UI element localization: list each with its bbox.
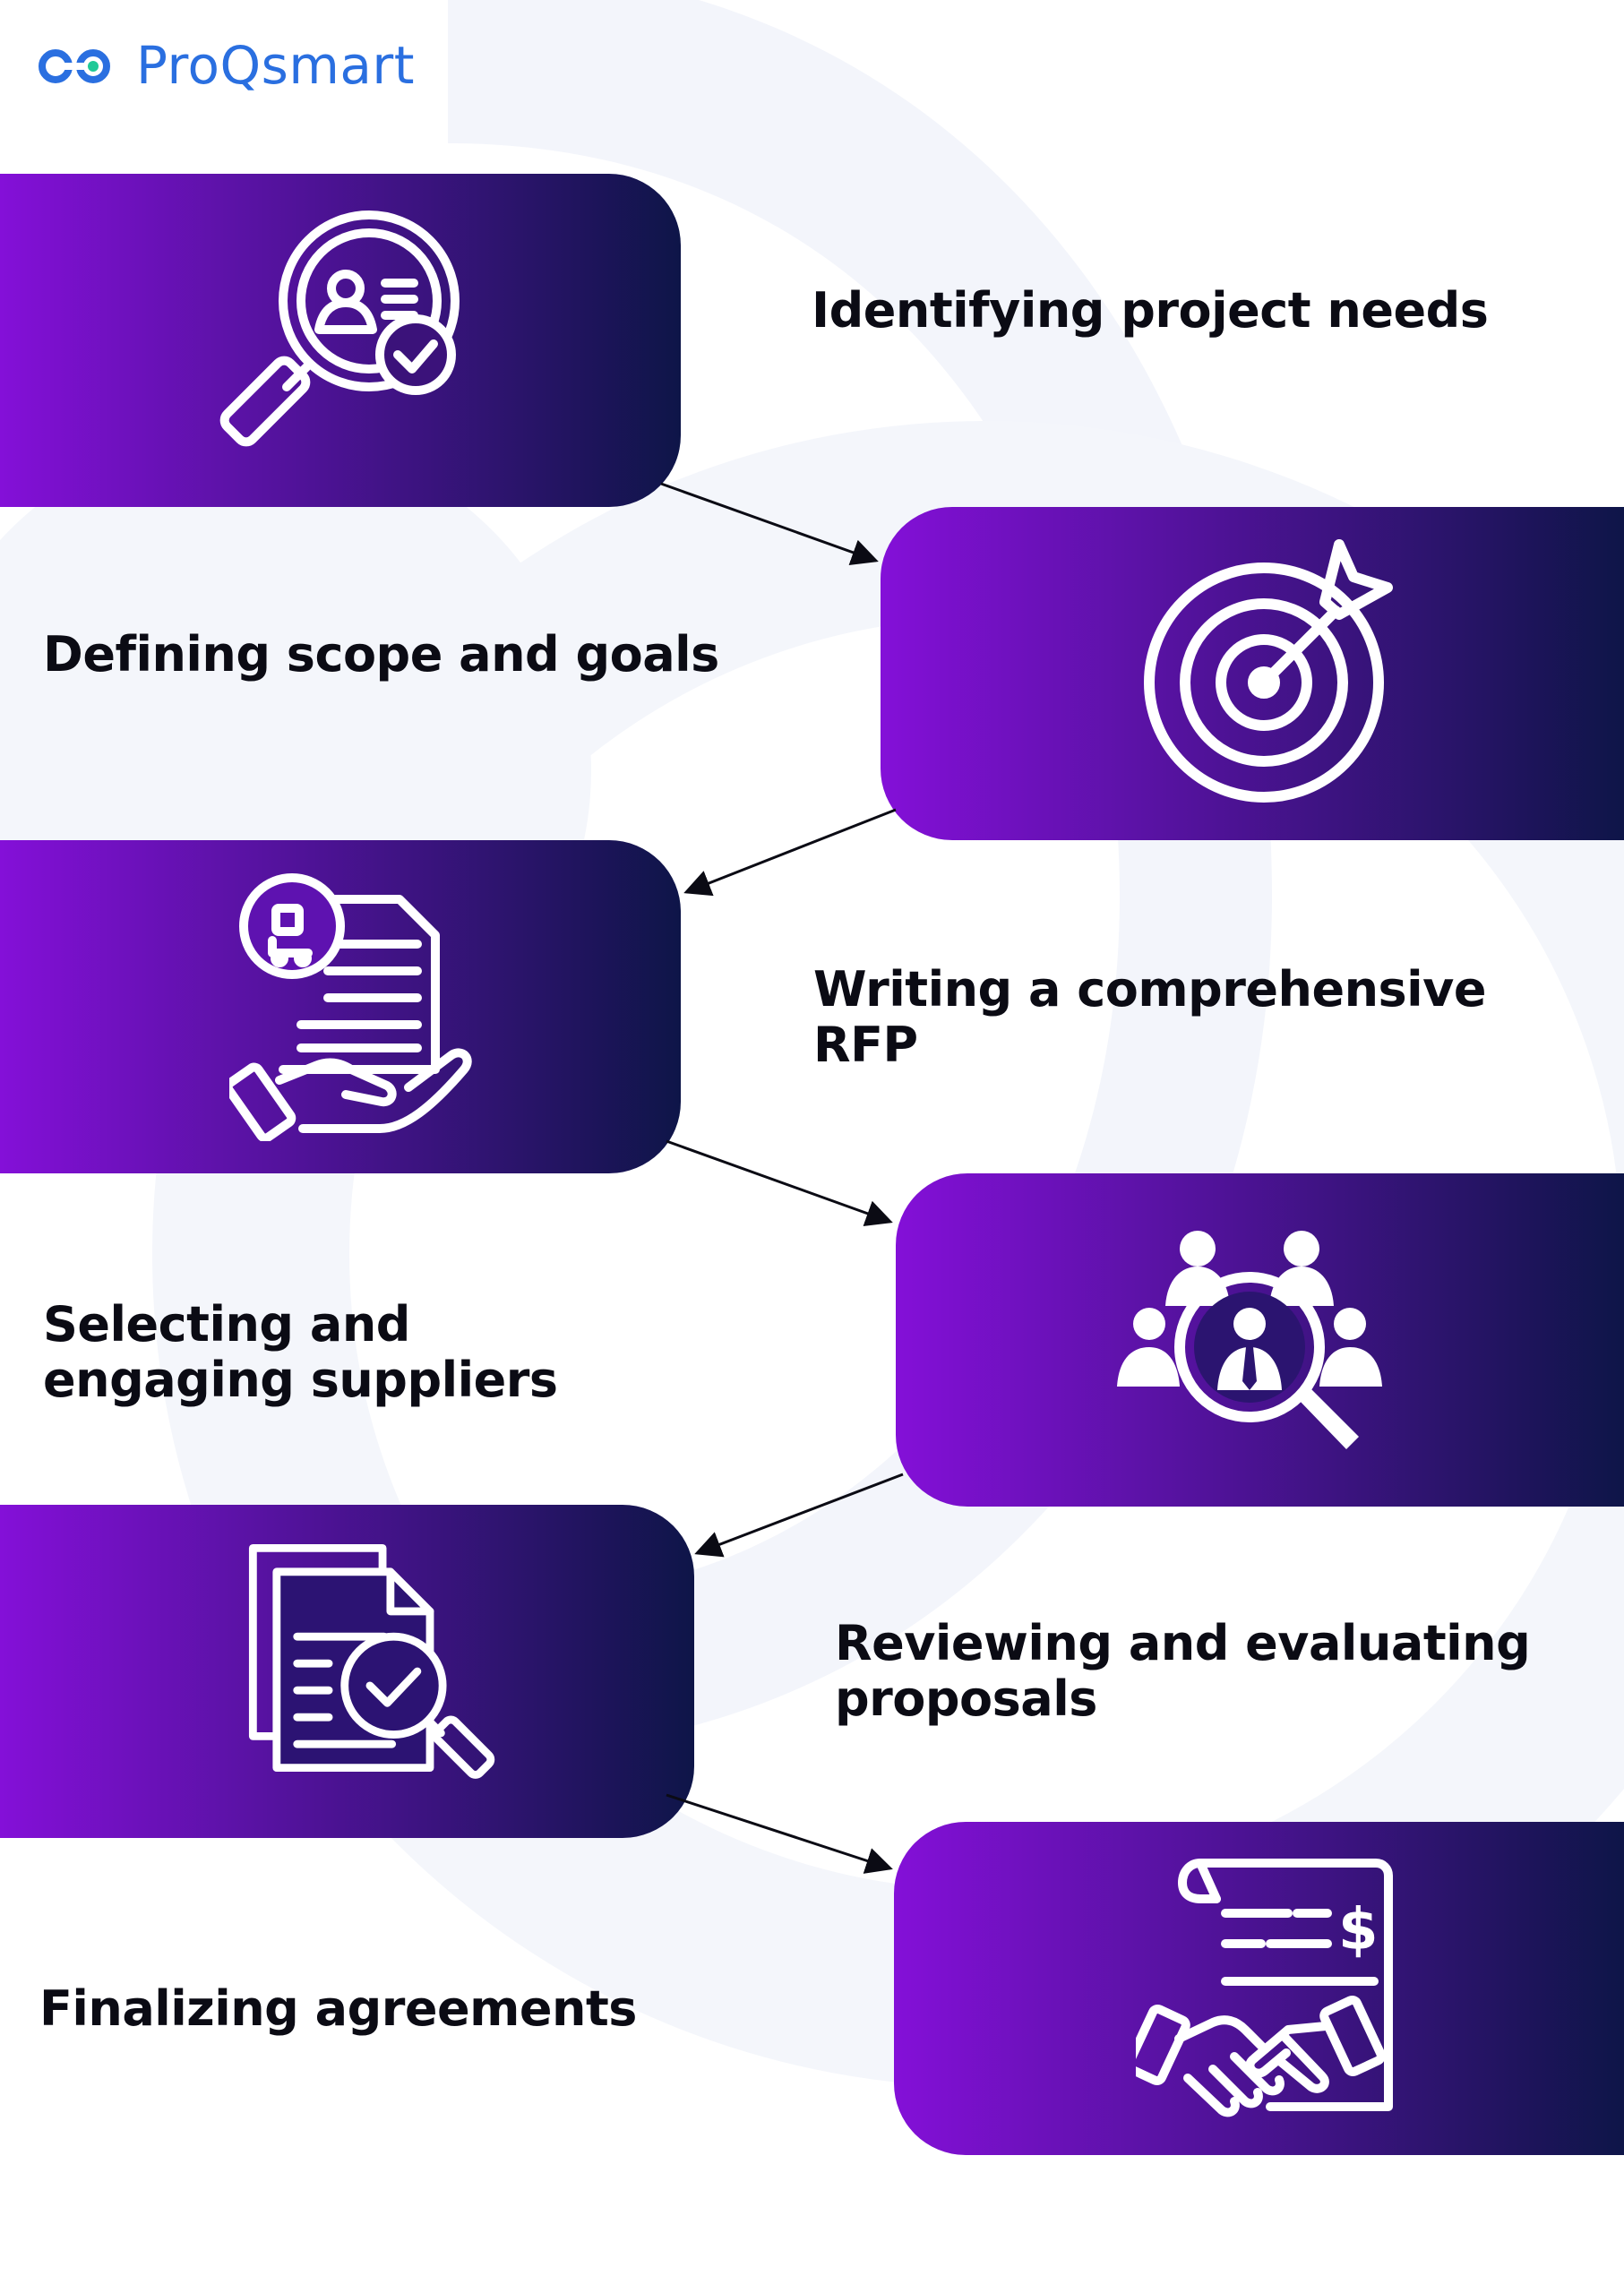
step-3-card: [0, 840, 681, 1173]
search-profile-check-icon: [219, 210, 460, 447]
step-4-card: [896, 1173, 1624, 1507]
contract-handshake-icon: $: [1136, 1859, 1393, 2117]
target-arrow-icon: [1144, 539, 1393, 803]
step-1-label: Identifying project needs: [812, 282, 1489, 339]
step-5-card: [0, 1505, 694, 1838]
svg-text:$: $: [1338, 1897, 1379, 1963]
step-6-card: $: [894, 1822, 1624, 2155]
step-2-card: [881, 507, 1624, 840]
step-2-label: Defining scope and goals: [43, 626, 719, 683]
proqsmart-logo-icon: [39, 49, 110, 83]
step-1-card: [0, 174, 681, 507]
step-6-label: Finalizing agreements: [39, 1980, 637, 2037]
brand-name: ProQsmart: [136, 35, 416, 96]
document-hand-icon: [229, 873, 472, 1141]
brand-logo: ProQsmart: [36, 34, 415, 97]
document-check-search-icon: [248, 1543, 495, 1779]
step-3-label: Writing a comprehensive RFP: [813, 961, 1487, 1073]
step-5-label: Reviewing and evaluating proposals: [835, 1615, 1531, 1727]
people-search-icon: [1117, 1231, 1382, 1449]
step-4-label: Selecting and engaging suppliers: [43, 1296, 558, 1408]
